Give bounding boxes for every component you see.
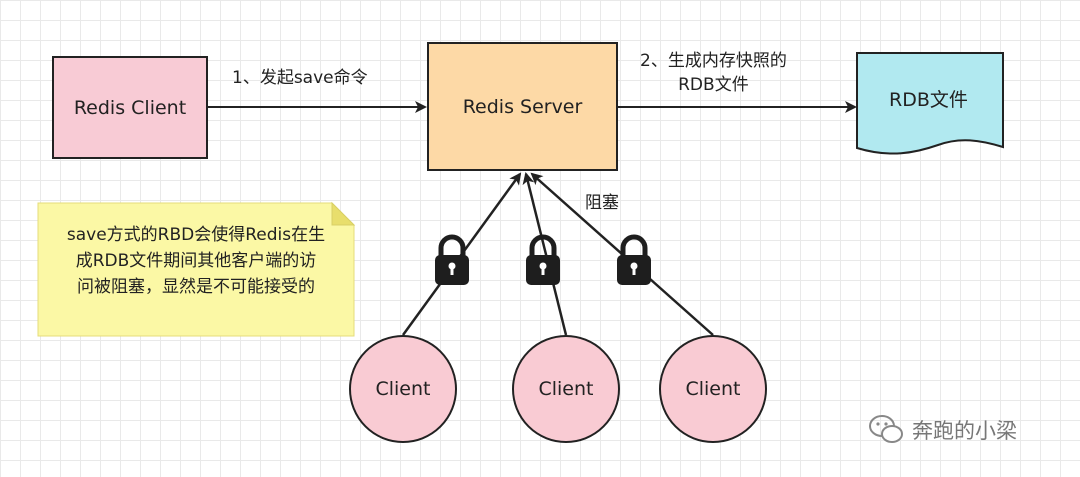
snapshot-label-line1: 2、生成内存快照的 (640, 51, 787, 71)
note-fold (331, 201, 356, 226)
snapshot-label-line2: RDB文件 (678, 75, 749, 95)
lock-icon (435, 234, 469, 285)
redis-server-label: Redis Server (462, 95, 583, 118)
wechat-logo-icon (869, 415, 903, 443)
redis-client-node: Redis Client (52, 56, 208, 159)
client-node: Client (512, 335, 620, 443)
note-line: 成RDB文件期间其他客户端的访 (75, 251, 317, 271)
client-node: Client (349, 335, 457, 443)
client-node: Client (659, 335, 767, 443)
client-label: Client (685, 378, 741, 400)
note-shape (37, 202, 355, 337)
arrow-client2-to-server (522, 172, 568, 336)
save-command-label: 1、发起save命令 (232, 68, 368, 88)
note-text: save方式的RBD会使得Redis在生 成RDB文件期间其他客户端的访 问被阻… (38, 222, 354, 300)
note-line: 问被阻塞，显然是不可能接受的 (77, 277, 315, 297)
note-line: save方式的RBD会使得Redis在生 (66, 225, 326, 245)
client-label: Client (538, 378, 594, 400)
snapshot-label: 2、生成内存快照的 RDB文件 (640, 49, 787, 97)
watermark: 奔跑的小梁 (912, 419, 1017, 443)
rdb-file-label: RDB文件 (889, 89, 968, 111)
rdb-file-shape (856, 52, 1004, 155)
lock-icon (526, 234, 560, 285)
redis-client-label: Redis Client (73, 96, 187, 119)
redis-server-node: Redis Server (427, 42, 618, 171)
lock-icon (617, 234, 651, 285)
blocked-label: 阻塞 (585, 193, 619, 213)
client-label: Client (375, 378, 431, 400)
